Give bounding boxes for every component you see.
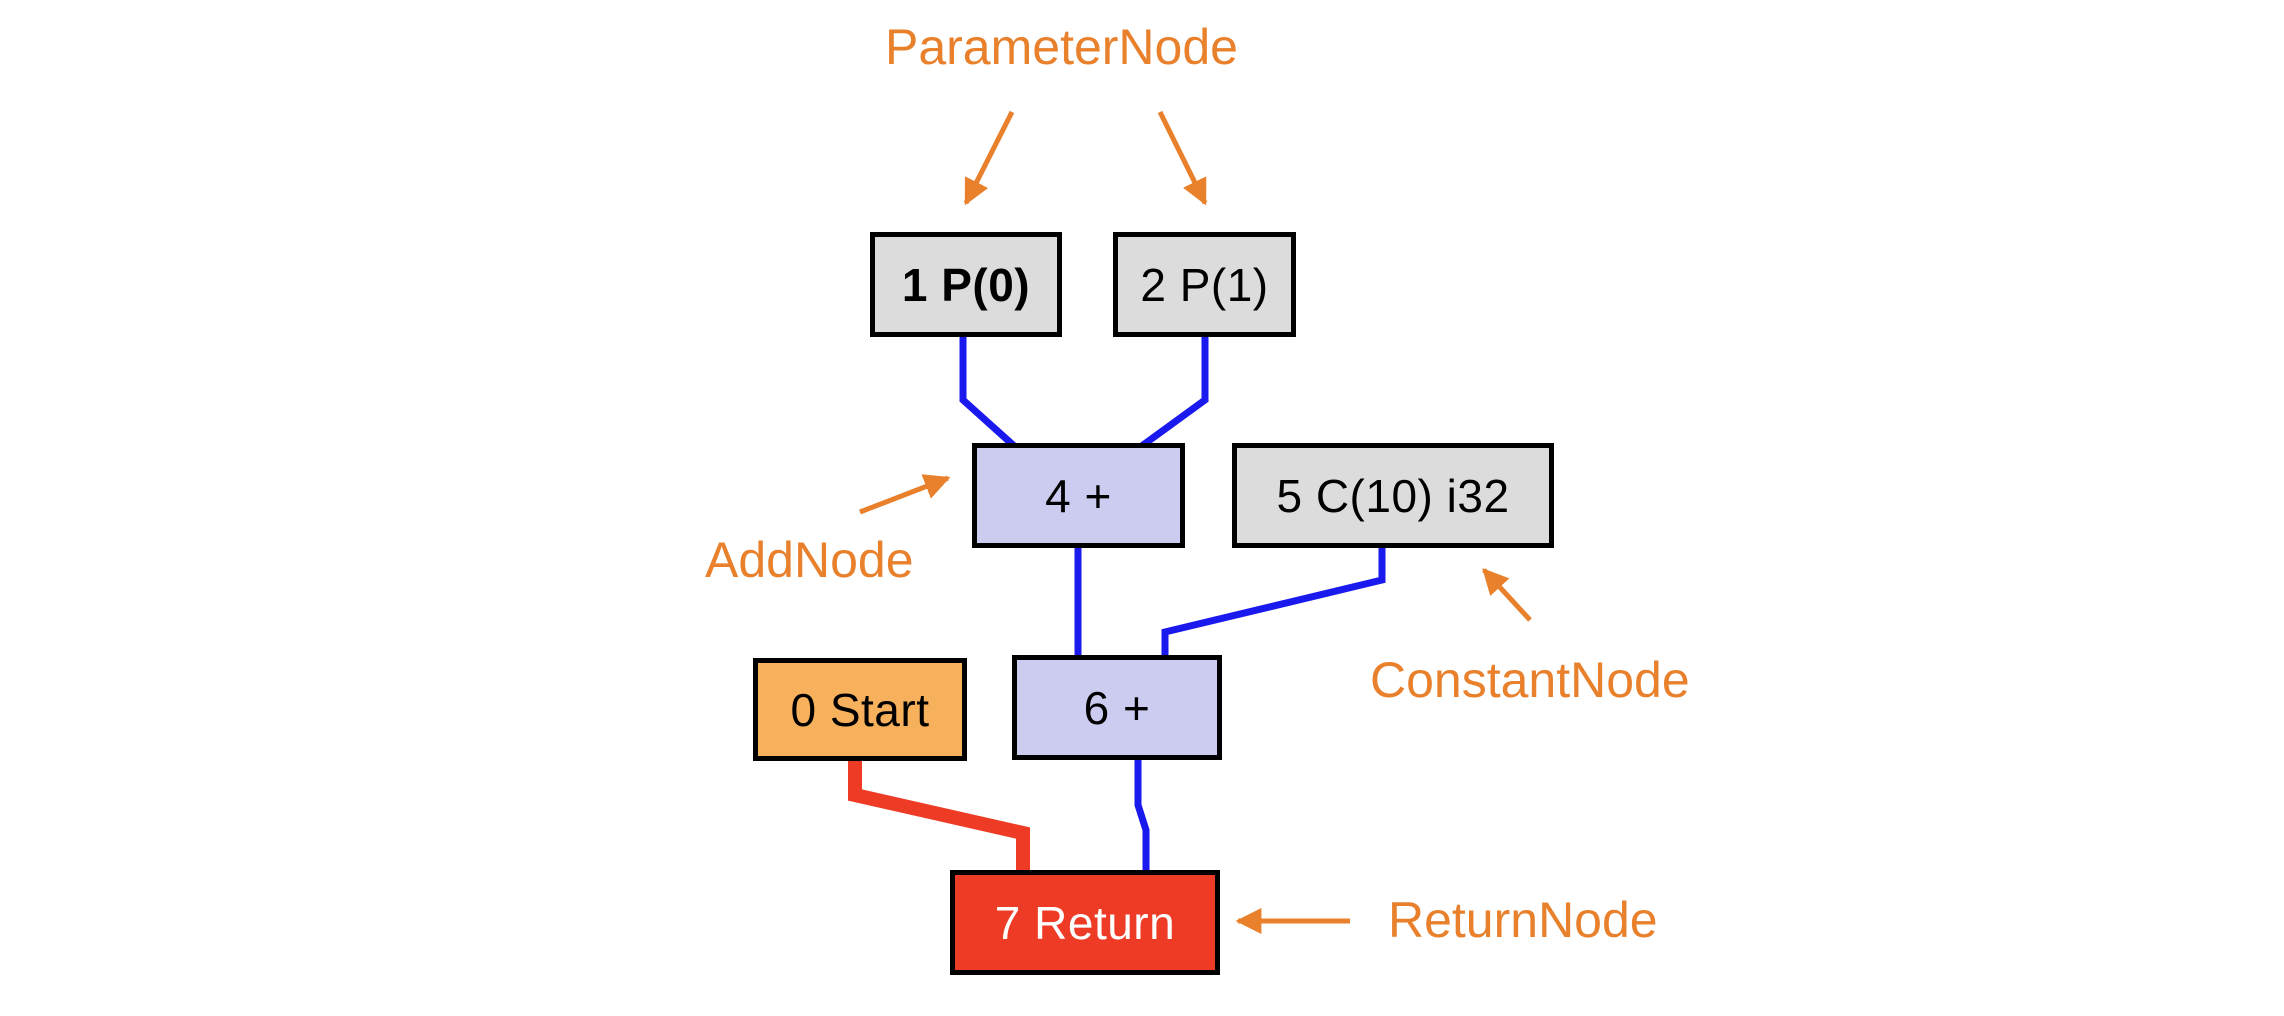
graph-node-label: 7 Return	[994, 896, 1176, 949]
anno-add-label: AddNode	[705, 532, 914, 588]
graph-node-label: 4 +	[1045, 469, 1112, 522]
graph-node-p0[interactable]: 1 P(0)	[870, 232, 1062, 337]
arrow-parameter-right-icon	[1157, 110, 1208, 206]
graph-node-label: 0 Start	[790, 683, 930, 736]
graph-node-const5[interactable]: 5 C(10) i32	[1232, 443, 1554, 548]
arrow-parameter-left-icon	[963, 110, 1015, 206]
graph-node-label: 1 P(0)	[901, 258, 1031, 311]
graph-node-label: 2 P(1)	[1140, 258, 1269, 311]
graph-node-label: 5 C(10) i32	[1276, 469, 1510, 522]
graph-node-p1[interactable]: 2 P(1)	[1113, 232, 1296, 337]
anno-constant-label: ConstantNode	[1370, 652, 1690, 708]
anno-return-label: ReturnNode	[1388, 892, 1658, 948]
graph-node-add6[interactable]: 6 +	[1012, 655, 1222, 760]
arrow-constant-icon	[1482, 568, 1532, 622]
graph-node-label: 6 +	[1083, 681, 1151, 734]
graph-node-add4[interactable]: 4 +	[972, 443, 1185, 548]
arrow-add-icon	[859, 474, 951, 515]
data-edge	[1134, 760, 1150, 875]
graph-node-return7[interactable]: 7 Return	[950, 870, 1220, 975]
graph-node-start[interactable]: 0 Start	[753, 658, 967, 761]
anno-parameter-label: ParameterNode	[885, 19, 1238, 75]
control-edge	[848, 760, 1030, 875]
data-edge	[1161, 548, 1386, 660]
